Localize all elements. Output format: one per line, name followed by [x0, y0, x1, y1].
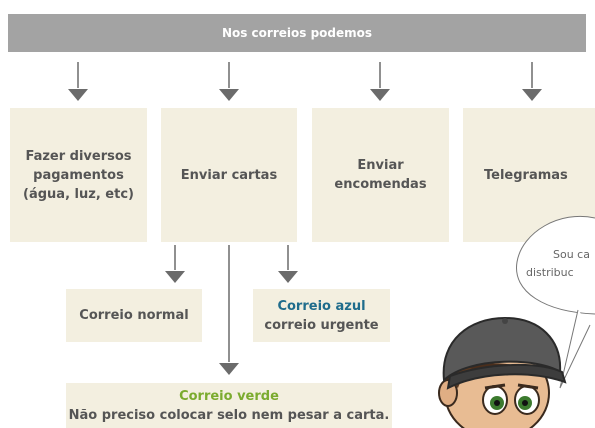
correio-verde-subtitle: Não preciso colocar selo nem pesar a car… [68, 407, 390, 423]
box-correio-verde: Correio verde Não preciso colocar selo n… [66, 383, 392, 428]
box-cartas: Enviar cartas [161, 108, 297, 242]
arrow-down-icon [522, 89, 542, 101]
speech-bubble-shape [516, 215, 595, 389]
arrow-down-icon [68, 89, 88, 101]
encomendas-line-1: Enviar [357, 158, 404, 173]
correio-verde-title: Correio verde [179, 388, 279, 404]
pagamentos-line-3: (água, luz, etc) [23, 186, 134, 202]
encomendas-line-2: encomendas [334, 177, 427, 192]
arrow-down-icon [278, 271, 298, 283]
correio-normal-label: Correio normal [79, 308, 189, 323]
box-pagamentos: Fazer diversos pagamentos (água, luz, et… [10, 108, 147, 242]
cartas-label: Enviar cartas [180, 167, 278, 183]
header-title: Nos correios podemos [221, 26, 373, 40]
speech-bubble-line-1: Sou ca [553, 248, 590, 261]
correio-azul-subtitle: correio urgente [264, 317, 379, 333]
pagamentos-line-1: Fazer diversos [25, 148, 132, 164]
telegramas-label: Telegramas [484, 167, 568, 183]
pagamentos-line-2: pagamentos [33, 167, 124, 183]
arrow-down-icon [219, 89, 239, 101]
box-encomendas: Enviar encomendas [312, 108, 449, 242]
arrow-down-icon [370, 89, 390, 101]
speech-bubble-line-2: distribuc [526, 266, 574, 279]
arrow-down-icon [219, 363, 239, 375]
box-correio-azul: Correio azul correio urgente [253, 289, 390, 342]
box-correio-normal: Correio normal [66, 289, 202, 342]
box-telegramas: Telegramas [463, 108, 595, 242]
character-cap [442, 316, 567, 390]
arrow-down-icon [165, 271, 185, 283]
correio-azul-title: Correio azul [277, 298, 366, 314]
diagram-header: Nos correios podemos [8, 14, 586, 52]
